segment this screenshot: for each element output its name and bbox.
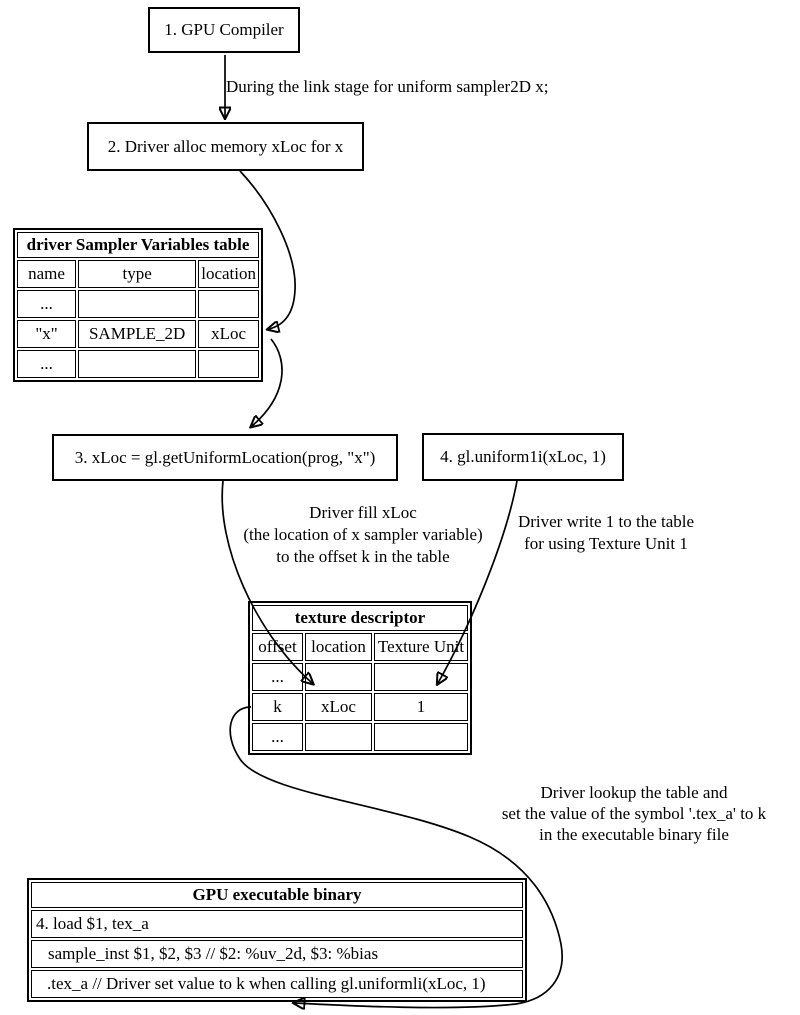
table-cell: ... <box>252 663 303 691</box>
texture-descriptor-table: texture descriptor offset location Textu… <box>248 601 472 755</box>
table-header-row: offset location Texture Unit <box>252 633 468 661</box>
table-title: texture descriptor <box>252 605 468 631</box>
annotation-line: in the executable binary file <box>539 825 729 844</box>
table-cell <box>305 723 372 751</box>
table-cell: SAMPLE_2D <box>78 320 197 348</box>
table-title-row: driver Sampler Variables table <box>17 232 259 258</box>
annotation-line: set the value of the symbol '.tex_a' to … <box>501 804 767 823</box>
table-cell <box>78 350 197 378</box>
sampler-variables-table: driver Sampler Variables table name type… <box>13 228 263 382</box>
annotation-line: to the offset k in the table <box>276 547 450 566</box>
annotation-line: (the location of x sampler variable) <box>243 525 483 544</box>
table-cell <box>198 290 259 318</box>
table-cell: xLoc <box>305 693 372 721</box>
table-cell: ... <box>17 290 77 318</box>
table-cell <box>374 723 468 751</box>
node-get-uniform-location: 3. xLoc = gl.getUniformLocation(prog, "x… <box>52 434 398 481</box>
annotation-write-one: Driver write 1 to the table for using Te… <box>505 511 707 555</box>
table-header-row: name type location <box>17 260 259 288</box>
binary-row-sample-inst: sample_inst $1, $2, $3 // $2: %uv_2d, $3… <box>31 940 523 968</box>
table-row: sample_inst $1, $2, $3 // $2: %uv_2d, $3… <box>31 940 523 968</box>
annotation-link-stage: During the link stage for uniform sample… <box>226 77 549 96</box>
table-cell <box>78 290 197 318</box>
table-cell: ... <box>17 350 77 378</box>
node-gl-uniform1i: 4. gl.uniform1i(xLoc, 1) <box>422 433 624 481</box>
annotation-lookup: Driver lookup the table and set the valu… <box>474 782 794 845</box>
gpu-executable-binary-table: GPU executable binary 4. load $1, tex_a … <box>27 878 527 1002</box>
table-title-row: texture descriptor <box>252 605 468 631</box>
annotation-fill-xloc: Driver fill xLoc (the location of x samp… <box>228 502 498 568</box>
table-row: ... <box>17 290 259 318</box>
table-row: k xLoc 1 <box>252 693 468 721</box>
node-driver-alloc: 2. Driver alloc memory xLoc for x <box>87 122 364 171</box>
column-header: name <box>17 260 77 288</box>
table-title: GPU executable binary <box>31 882 523 908</box>
table-cell <box>374 663 468 691</box>
table-row: "x" SAMPLE_2D xLoc <box>17 320 259 348</box>
table-row: ... <box>252 723 468 751</box>
column-header: location <box>305 633 372 661</box>
table-row: ... <box>17 350 259 378</box>
binary-row-load: 4. load $1, tex_a <box>31 910 523 938</box>
table-title: driver Sampler Variables table <box>17 232 259 258</box>
table-cell: k <box>252 693 303 721</box>
column-header: type <box>78 260 197 288</box>
column-header: Texture Unit <box>374 633 468 661</box>
table-cell: 1 <box>374 693 468 721</box>
binary-row-tex-a: .tex_a // Driver set value to k when cal… <box>31 970 523 998</box>
table-row: ... <box>252 663 468 691</box>
table-title-row: GPU executable binary <box>31 882 523 908</box>
column-header: location <box>198 260 259 288</box>
table-row: 4. load $1, tex_a <box>31 910 523 938</box>
table-cell: "x" <box>17 320 77 348</box>
table-cell: ... <box>252 723 303 751</box>
table-cell <box>305 663 372 691</box>
annotation-line: for using Texture Unit 1 <box>524 534 688 553</box>
table-cell <box>198 350 259 378</box>
annotation-line: Driver lookup the table and <box>540 783 728 802</box>
annotation-line: Driver write 1 to the table <box>517 512 695 531</box>
node-gpu-compiler: 1. GPU Compiler <box>148 7 300 53</box>
column-header: offset <box>252 633 303 661</box>
annotation-line: Driver fill xLoc <box>309 503 417 522</box>
table-row: .tex_a // Driver set value to k when cal… <box>31 970 523 998</box>
table-cell: xLoc <box>198 320 259 348</box>
